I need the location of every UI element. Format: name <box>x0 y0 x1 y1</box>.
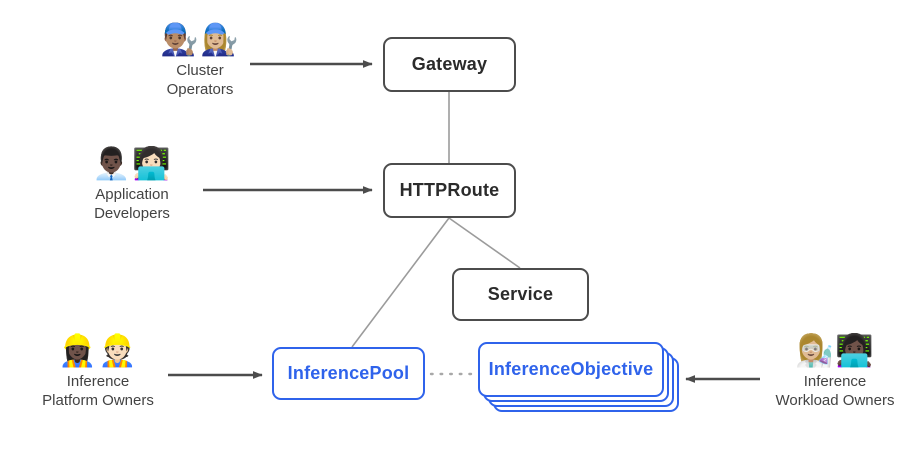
cluster-operators-icon: 👨🏽‍🔧👩🏼‍🔧 <box>160 22 240 58</box>
cluster-operators-label: Cluster Operators <box>167 61 234 99</box>
node-inferenceobjective-label: InferenceObjective <box>488 359 654 379</box>
node-gateway-label: Gateway <box>411 54 488 74</box>
node-inferencepool[interactable]: InferencePool <box>272 347 425 400</box>
node-service[interactable]: Service <box>452 268 589 321</box>
cluster-operators-label-line1: Cluster <box>176 62 224 79</box>
edge-httproute-to-inferencepool <box>351 217 450 348</box>
application-developers-label-line2: Developers <box>94 205 170 222</box>
actor-inference-platform-owners: 👷🏿‍♀️👷🏻 Inference Platform Owners <box>18 333 178 410</box>
actor-application-developers: 👨🏿‍💼👩🏻‍💻 Application Developers <box>52 146 212 223</box>
inference-platform-owners-label-line1: Inference <box>66 373 130 390</box>
node-inferenceobjective[interactable]: InferenceObjective <box>478 342 679 412</box>
node-gateway[interactable]: Gateway <box>383 37 516 92</box>
application-developers-label: Application Developers <box>94 185 170 223</box>
node-inferencepool-label: InferencePool <box>287 363 410 383</box>
inference-workload-owners-icon: 👩🏼‍🔬👩🏿‍💻 <box>795 333 875 369</box>
application-developers-icon: 👨🏿‍💼👩🏻‍💻 <box>92 146 172 182</box>
inference-platform-owners-label-line2: Platform Owners <box>42 392 154 409</box>
actor-cluster-operators: 👨🏽‍🔧👩🏼‍🔧 Cluster Operators <box>120 22 280 99</box>
inferenceobjective-card-front[interactable]: InferenceObjective <box>478 342 664 397</box>
cluster-operators-label-line2: Operators <box>166 81 234 98</box>
inference-workload-owners-label-line1: Inference <box>803 373 867 390</box>
actor-inference-workload-owners: 👩🏼‍🔬👩🏿‍💻 Inference Workload Owners <box>755 333 902 410</box>
inference-workload-owners-label: Inference Workload Owners <box>776 372 895 410</box>
edge-httproute-to-service <box>448 217 521 269</box>
inference-workload-owners-label-line2: Workload Owners <box>775 392 895 409</box>
node-httproute[interactable]: HTTPRoute <box>383 163 516 218</box>
inference-platform-owners-icon: 👷🏿‍♀️👷🏻 <box>58 333 138 369</box>
node-service-label: Service <box>487 284 554 304</box>
node-httproute-label: HTTPRoute <box>399 180 500 200</box>
application-developers-label-line1: Application <box>95 186 169 203</box>
inference-platform-owners-label: Inference Platform Owners <box>42 372 154 410</box>
